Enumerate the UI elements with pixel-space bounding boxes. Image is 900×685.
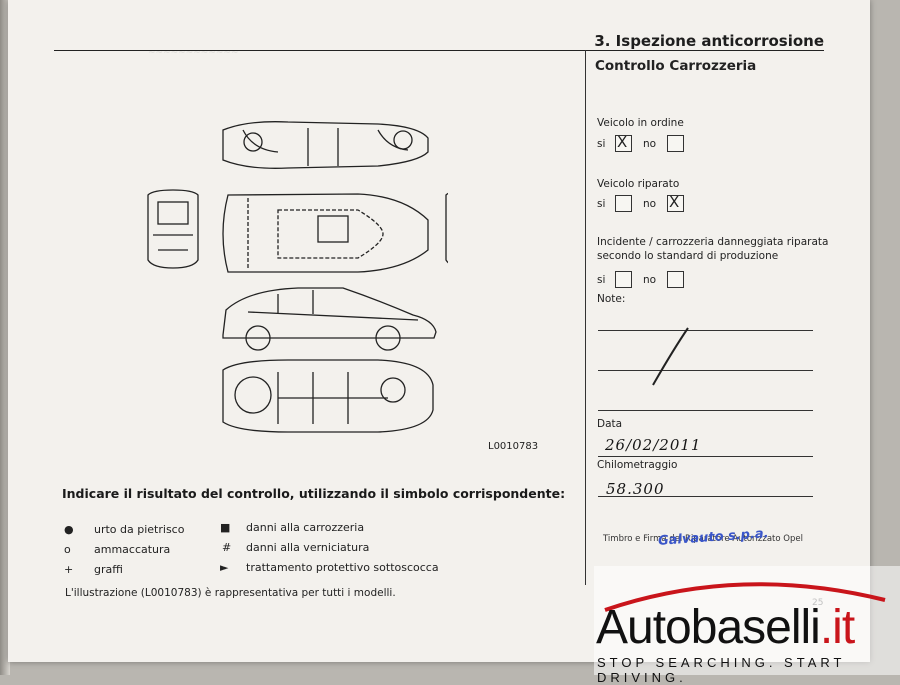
date-label: Data [597, 418, 623, 430]
control-title: Controllo Carrozzeria [595, 58, 757, 74]
legend-symbol: o [64, 543, 71, 556]
car-side-view [222, 287, 437, 351]
q3-label-line2: secondo lo standard di produzione [597, 250, 779, 262]
legend-text: urto da pietrisco [94, 523, 185, 536]
car-underbody-view [222, 359, 434, 433]
q1-label: Veicolo in ordine [597, 117, 684, 129]
figure-id: L0010783 [488, 441, 539, 452]
note-line [598, 330, 813, 331]
watermark-swoosh [604, 582, 886, 612]
legend-text: danni alla verniciatura [246, 541, 370, 554]
legend-symbol: ● [64, 523, 74, 536]
watermark-tagline: STOP SEARCHING. START DRIVING. [597, 655, 846, 685]
check-mark: X [669, 193, 680, 211]
dealer-stamp: Galvauto s.p.a. [657, 526, 770, 549]
q3-yes-checkbox[interactable] [615, 271, 632, 288]
column-divider [585, 50, 586, 585]
q1-yes-checkbox[interactable]: X [615, 133, 632, 152]
note-strike-mark [652, 327, 689, 386]
date-value: 26/02/2011 [605, 436, 702, 454]
notes-label: Note: [597, 293, 626, 305]
watermark-logo: Autobaselli.it [596, 600, 855, 655]
legend-symbol: # [222, 541, 232, 554]
legend-symbol: ► [220, 561, 229, 574]
legend-text: ammaccatura [94, 543, 171, 556]
q1-no-checkbox[interactable] [667, 135, 684, 152]
illustration-note: L'illustrazione (L0010783) è rappresenta… [65, 587, 396, 599]
bleed-through-text: ~~~~~~~~~~~~ [148, 48, 239, 58]
check-mark: X [617, 133, 628, 151]
km-line [598, 496, 813, 497]
legend-text: danni alla carrozzeria [246, 521, 365, 534]
watermark-brand: Autobaselli [596, 601, 821, 654]
legend-symbol: + [64, 563, 74, 576]
legend-text: graffi [94, 563, 123, 576]
q1-no-label: no [643, 138, 657, 150]
car-diagram [147, 121, 448, 433]
section-title: 3. Ispezione anticorrosione [594, 32, 824, 50]
car-rear-view [445, 192, 448, 264]
q2-no-label: no [643, 198, 657, 210]
q2-yes-checkbox[interactable] [615, 195, 632, 212]
instructions-title: Indicare il risultato del controllo, uti… [62, 486, 566, 501]
km-value: 58.300 [606, 480, 665, 498]
watermark-tld: .it [819, 601, 855, 654]
q3-no-checkbox[interactable] [667, 271, 684, 288]
km-label: Chilometraggio [597, 459, 678, 471]
legend-text: trattamento protettivo sottoscocca [246, 561, 439, 574]
q3-yes-label: si [597, 274, 606, 286]
date-line [598, 456, 813, 457]
car-top-underside-outline [222, 121, 429, 169]
header-rule [54, 50, 824, 51]
q3-no-label: no [643, 274, 657, 286]
manual-page: 3. Ispezione anticorrosione ~~~~~~~~~~~~ [8, 0, 870, 662]
q3-label-line1: Incidente / carrozzeria danneggiata ripa… [597, 236, 829, 248]
q2-label: Veicolo riparato [597, 178, 680, 190]
car-roof-view [222, 193, 429, 273]
q2-yes-label: si [597, 198, 606, 210]
note-line [598, 410, 813, 411]
note-line [598, 370, 813, 371]
legend-symbol: ■ [220, 521, 231, 534]
q1-yes-label: si [597, 138, 606, 150]
stamp-label: Timbro e Firma del Riparatore Autorizzat… [603, 534, 803, 544]
q2-no-checkbox[interactable]: X [667, 193, 684, 212]
car-front-view [147, 189, 199, 269]
book-binding [0, 0, 10, 675]
